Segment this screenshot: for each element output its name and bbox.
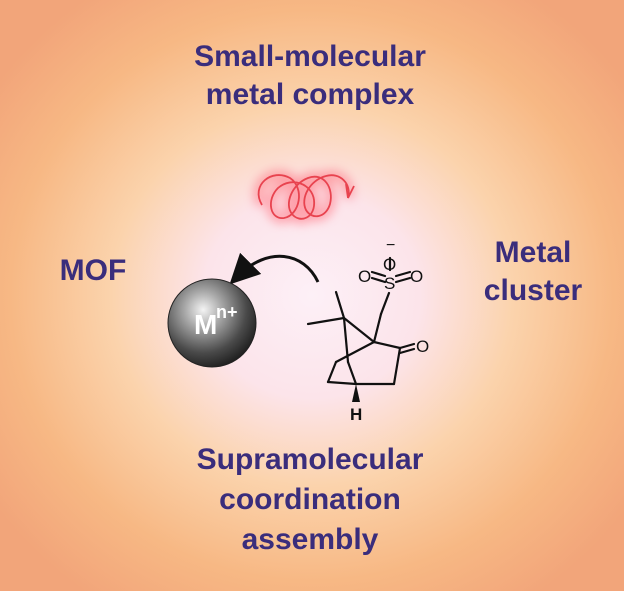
camphorsulfonate-structure-icon [306, 256, 416, 386]
label-line: metal complex [205, 78, 415, 111]
label-line: MOF [59, 254, 127, 287]
label-line: Small-molecular [194, 40, 426, 73]
label-line: cluster [483, 274, 583, 307]
label-mof: MOF [28, 253, 158, 289]
sulfonate-charge: − [386, 237, 395, 254]
circularly-polarized-light-icon [253, 170, 355, 224]
sulfur-atom: S [384, 274, 395, 293]
metal-charge: n+ [216, 302, 238, 322]
hydrogen-atom: H [350, 405, 362, 424]
sulfonate-oxygen-left: O [358, 267, 371, 286]
sulfonate-oxygen-right: O [410, 267, 423, 286]
label-line: Supramolecular [196, 443, 424, 476]
wedge-bond [352, 384, 360, 402]
metal-symbol: M [194, 309, 217, 340]
label-small-molecular-metal-complex: Small-molecular metal complex [140, 38, 480, 114]
sulfonate-oxygen-top: O [383, 255, 396, 274]
curved-arrow-icon [229, 252, 320, 285]
carbonyl-oxygen: O [416, 337, 429, 356]
label-line: assembly [241, 523, 379, 556]
label-line: Metal [494, 236, 572, 269]
label-supramolecular-coordination-assembly: Supramolecular coordination assembly [140, 440, 480, 560]
metal-ion-sphere-icon: M n+ [167, 278, 257, 368]
label-metal-cluster: Metal cluster [468, 234, 598, 310]
label-line: coordination [219, 483, 401, 516]
